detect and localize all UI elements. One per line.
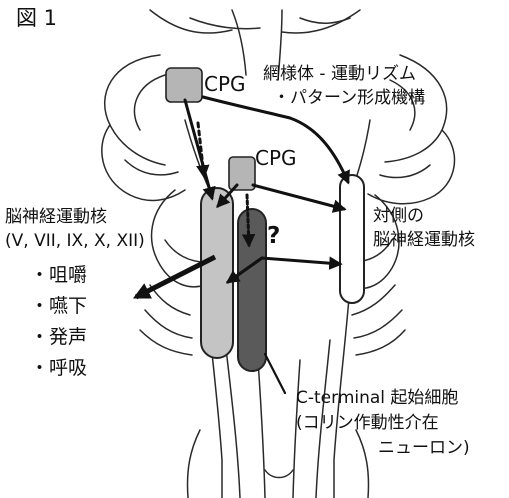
function-item-respiration: ・呼吸: [30, 357, 87, 379]
cterminal-label-line1: C-terminal 起始細胞: [296, 388, 458, 408]
contralateral-label-line2: 脳神経運動核: [373, 230, 475, 250]
cterminal-label-line2: (コリン作動性介在: [296, 413, 439, 433]
upper-cpg-to-motor-arrow: [185, 100, 212, 198]
cterminal-label-line3: ニューロン): [378, 438, 470, 458]
cpg-label-upper: CPG: [204, 73, 246, 97]
cpg-label-lower: CPG: [255, 147, 297, 171]
reticular-formation-label-line2: ・パターン形成機構: [273, 88, 425, 108]
motor-nuclei-label-line2: (V, VII, IX, X, XII): [5, 231, 145, 251]
contralateral-label-line1: 対側の: [373, 206, 424, 226]
cterminal-column: [238, 209, 266, 371]
cpg-box-lower: [229, 157, 255, 190]
reticular-formation-label-line1: 網様体 - 運動リズム: [263, 64, 416, 84]
columns: [201, 175, 364, 371]
function-item-vocalization: ・発声: [30, 326, 87, 348]
question-mark: ?: [267, 223, 280, 250]
figure-label: 図 1: [16, 6, 57, 31]
function-item-swallowing: ・嚥下: [30, 295, 87, 317]
cterminal-callout-line: [265, 354, 285, 393]
function-item-chewing: ・咀嚼: [30, 264, 87, 286]
lower-cpg-dotted-arrow: [247, 195, 249, 245]
lower-cpg-to-contralateral-arrow: [253, 185, 344, 209]
motor-nuclei-label-line1: 脳神経運動核: [5, 207, 107, 227]
contralateral-motor-nucleus-column: [340, 175, 364, 303]
cpg-box-upper: [166, 68, 202, 102]
motor-nucleus-column: [201, 188, 233, 358]
